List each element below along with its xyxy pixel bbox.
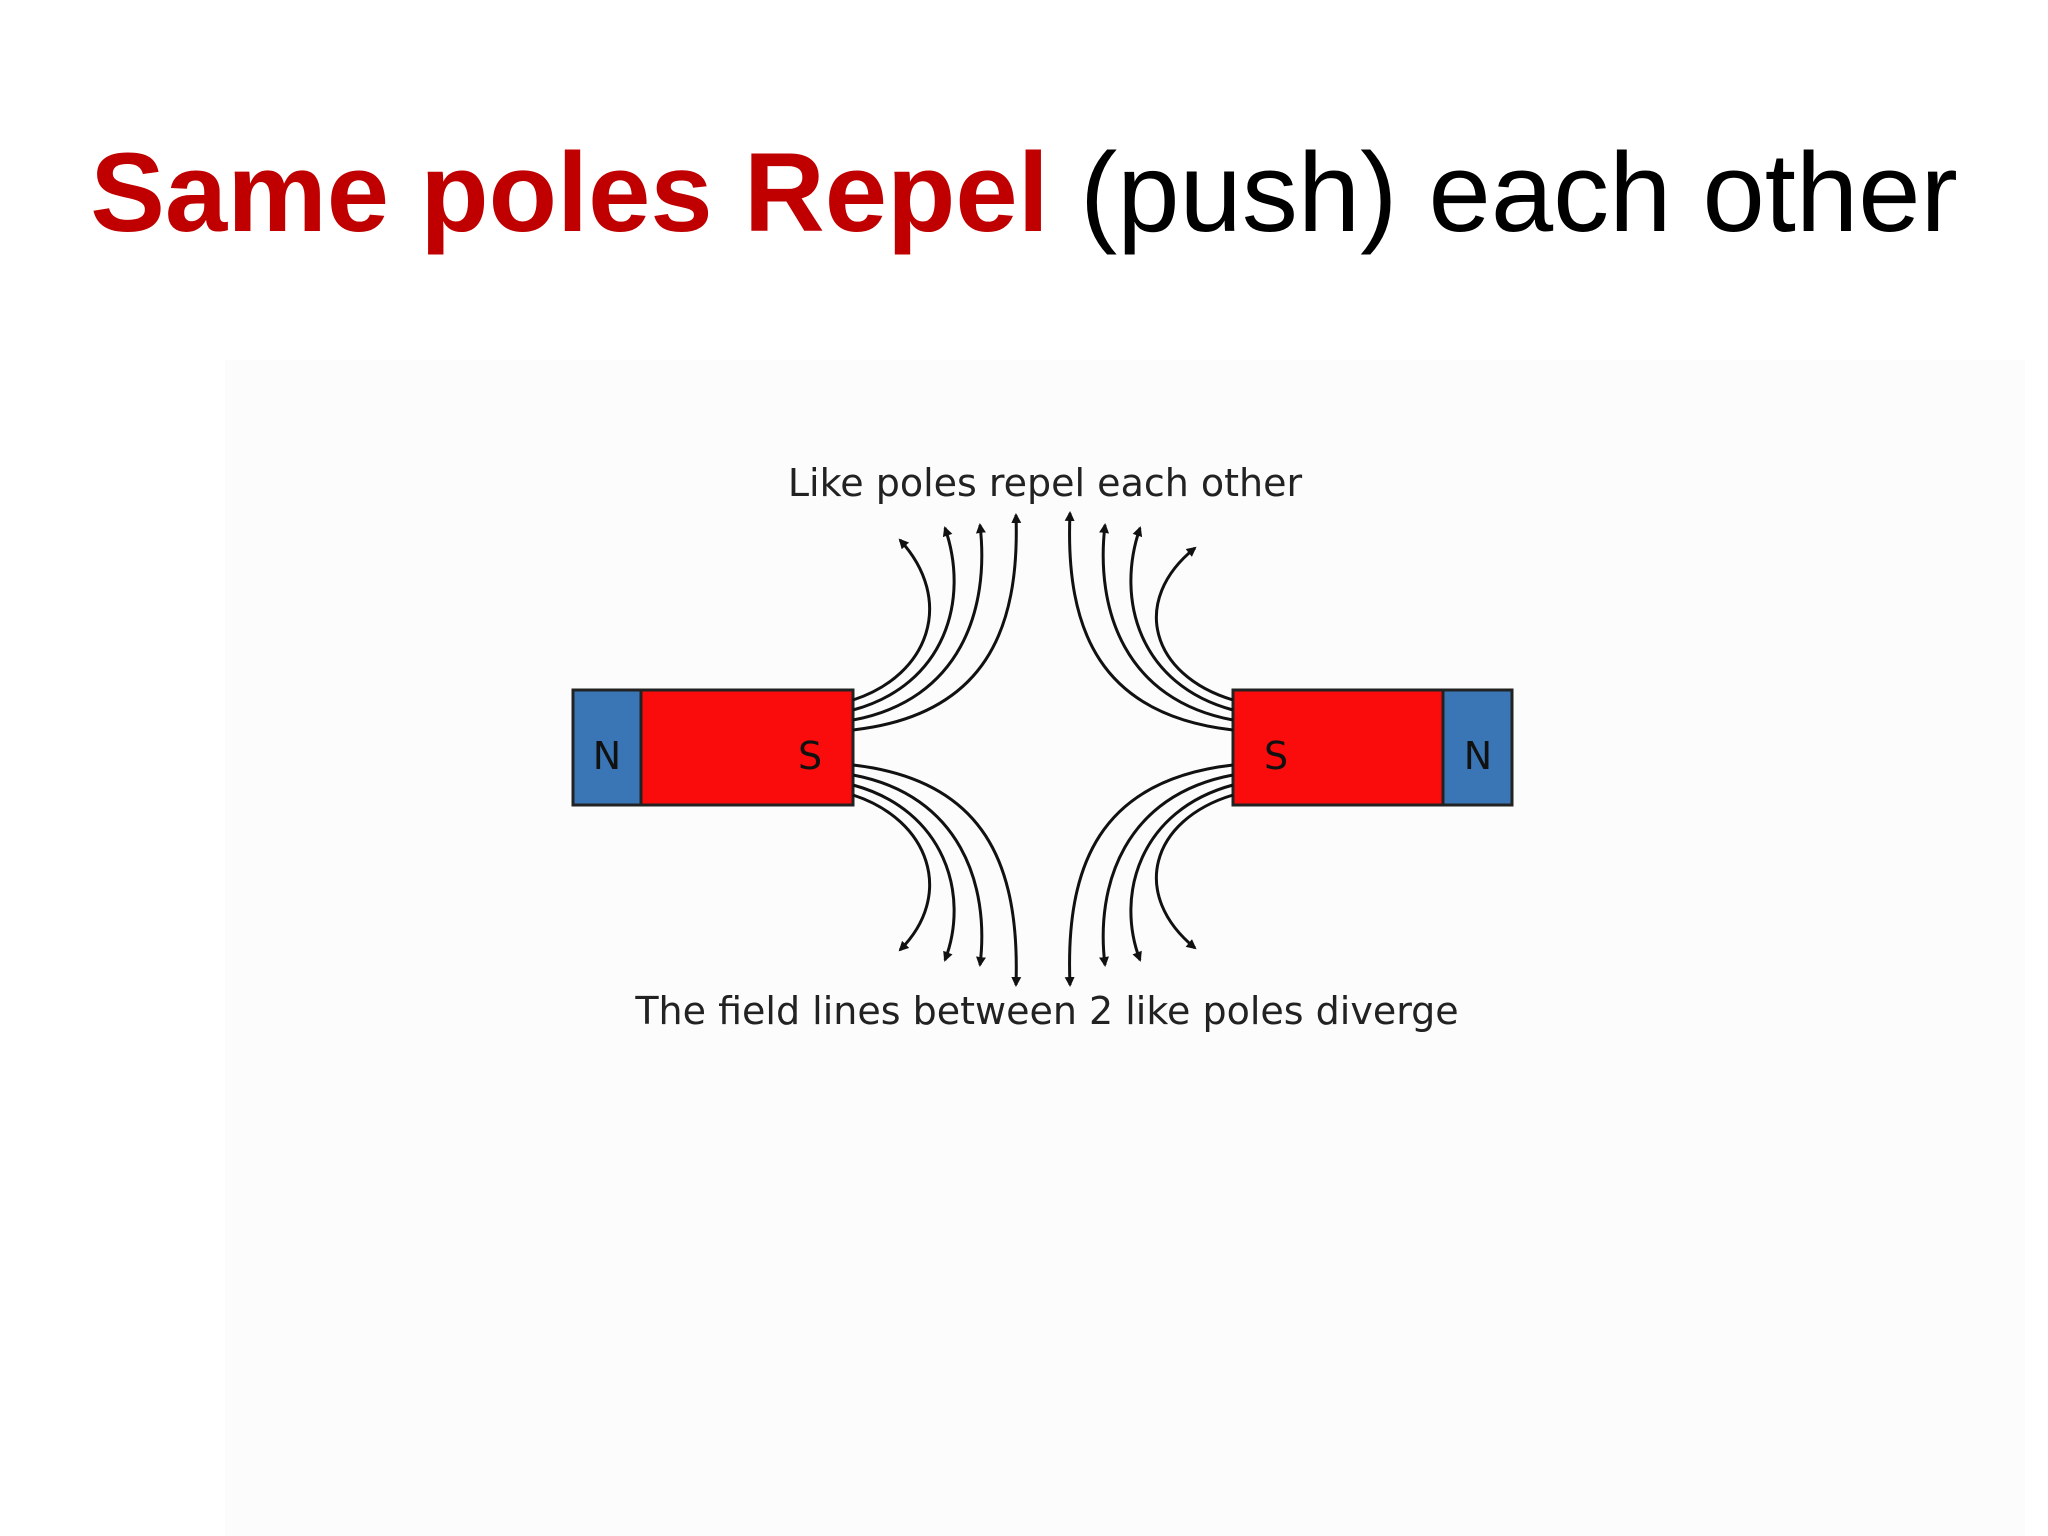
field-line (1155, 546, 1234, 702)
field-line (1099, 523, 1234, 722)
left-magnet-south-pole (639, 688, 855, 807)
field-line (1064, 511, 1234, 732)
left-magnet-north-label: N (593, 734, 621, 778)
right-magnet-south-pole (1231, 688, 1445, 807)
field-line (852, 523, 986, 722)
field-line (1064, 763, 1234, 987)
field-line (1129, 526, 1234, 712)
title-rest: (push) each other (1048, 130, 1958, 255)
slide-title: Same poles Repel (push) each other (0, 118, 2048, 268)
top-caption: Like poles repel each other (788, 461, 1303, 505)
right-magnet-south-label: S (1264, 734, 1288, 778)
title-emphasis: Same poles Repel (90, 130, 1049, 255)
field-line (1155, 793, 1234, 950)
field-line (852, 783, 956, 962)
bottom-caption: The field lines between 2 like poles div… (634, 989, 1458, 1033)
field-line (1129, 783, 1234, 962)
right-magnet-north-label: N (1464, 734, 1492, 778)
field-line (1099, 773, 1234, 967)
field-line (852, 793, 932, 952)
field-line (852, 513, 1022, 732)
right-magnet: S N (1231, 688, 1514, 807)
diagram-panel (225, 360, 2025, 1536)
field-lines (852, 511, 1234, 987)
left-magnet: N S (571, 688, 855, 807)
field-line (852, 526, 956, 712)
right-magnet-north-pole (1441, 688, 1514, 807)
field-line (852, 763, 1022, 987)
field-line (852, 773, 986, 967)
left-magnet-south-label: S (798, 734, 822, 778)
field-line (852, 538, 932, 702)
